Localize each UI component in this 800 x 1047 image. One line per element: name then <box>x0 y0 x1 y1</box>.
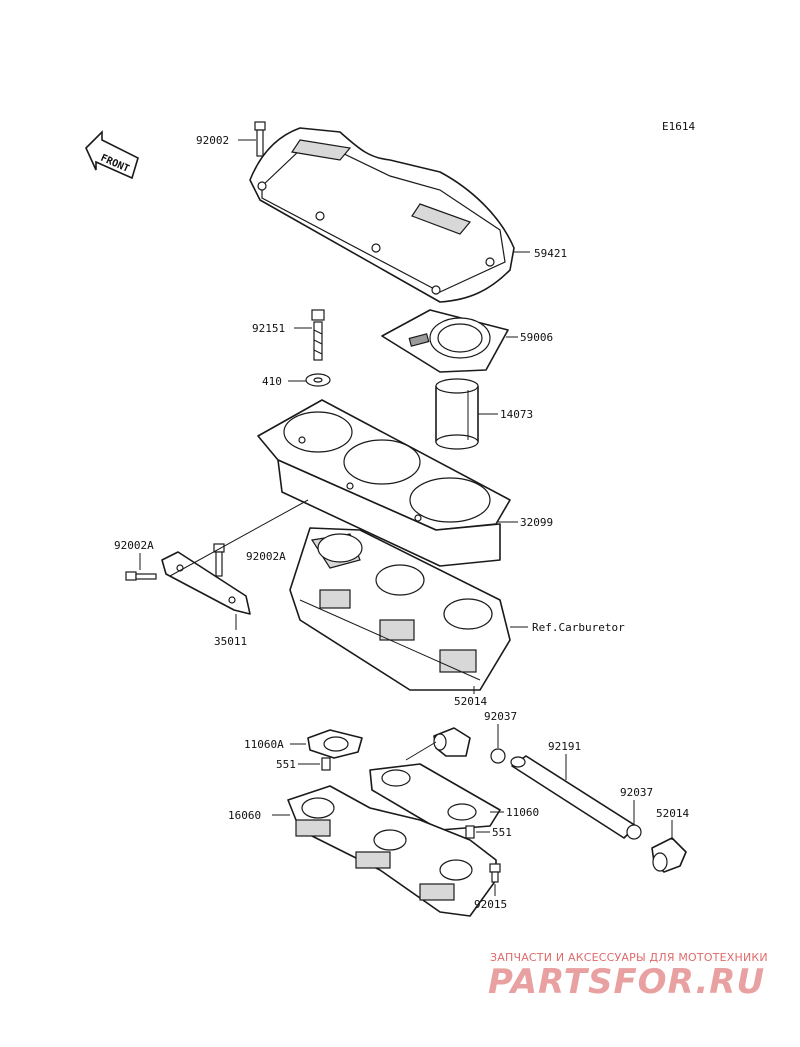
label-551-bottom: 551 <box>492 826 512 839</box>
stud-92151-icon <box>311 309 325 361</box>
label-92002A-left: 92002A <box>114 539 154 552</box>
label-92037-right: 92037 <box>620 786 653 799</box>
air-cover-59421-icon <box>249 127 515 303</box>
label-52014-mid: 52014 <box>454 695 487 708</box>
gasket-11060-icon <box>369 763 501 831</box>
elbow-fitting-icon <box>433 727 471 757</box>
label-92151: 92151 <box>252 322 285 335</box>
watermark-tagline: ЗАПЧАСТИ И АКСЕССУАРЫ ДЛЯ МОТОТЕХНИКИ <box>490 951 768 964</box>
label-32099: 32099 <box>520 516 553 529</box>
label-92002A-mid: 92002A <box>246 550 286 563</box>
bolt-92002-icon <box>254 121 266 157</box>
gasket-11060A-icon <box>307 729 363 759</box>
filter-plate-59006-icon <box>381 309 509 373</box>
label-59006: 59006 <box>520 331 553 344</box>
label-59421: 59421 <box>534 247 567 260</box>
label-92002-top: 92002 <box>196 134 229 147</box>
ref-carburetor-label: Ref.Carburetor <box>532 621 625 634</box>
clamp-92037-top-icon <box>490 748 506 764</box>
label-14073: 14073 <box>500 408 533 421</box>
label-92037-top: 92037 <box>484 710 517 723</box>
label-551-top: 551 <box>276 758 296 771</box>
manifold-16060-icon <box>287 785 497 917</box>
hose-92191-icon <box>510 755 637 839</box>
bolt-92002A-left-icon <box>125 571 157 581</box>
pin-551-top-icon <box>321 757 331 771</box>
carburetor-assembly-icon <box>289 527 511 691</box>
filter-element-14073-icon <box>435 378 479 450</box>
base-plate-32099-icon <box>257 399 511 567</box>
label-11060: 11060 <box>506 806 539 819</box>
nut-92015-icon <box>489 863 501 883</box>
label-52014-right: 52014 <box>656 807 689 820</box>
diagram-code: E1614 <box>662 120 695 133</box>
washer-410-icon <box>305 373 331 387</box>
label-16060: 16060 <box>228 809 261 822</box>
bracket-35011-icon <box>161 551 251 615</box>
label-11060A: 11060A <box>244 738 284 751</box>
pin-551-bottom-icon <box>465 825 475 839</box>
label-35011: 35011 <box>214 635 247 648</box>
label-92191: 92191 <box>548 740 581 753</box>
label-92015: 92015 <box>474 898 507 911</box>
label-410: 410 <box>262 375 282 388</box>
bolt-92002A-mid-icon <box>213 543 225 577</box>
clamp-92037-right-icon <box>626 824 642 840</box>
front-arrow-icon: FRONT <box>85 130 139 180</box>
elbow-52014-icon <box>651 837 687 873</box>
watermark-logo: PARTSFOR.RU <box>488 962 766 1002</box>
